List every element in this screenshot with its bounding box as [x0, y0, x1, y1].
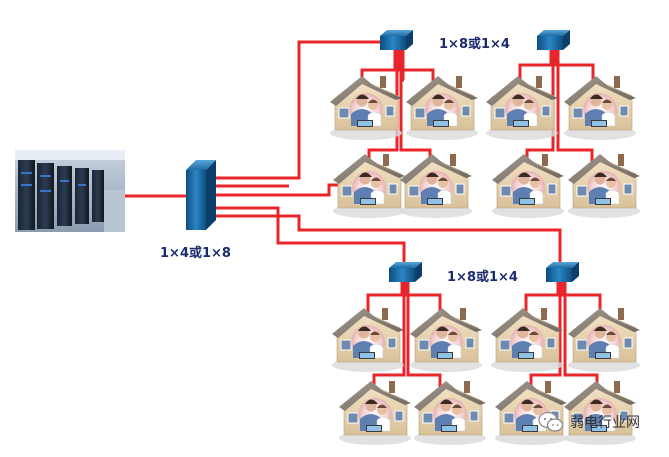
- fiber-trunk-lower-left: [214, 206, 406, 268]
- splitter-upper-right: [537, 30, 570, 50]
- house-icon: [567, 153, 641, 219]
- upper-splitter-label: 1×8或1×4: [439, 37, 510, 52]
- fiber-trunk-upper-right: [214, 183, 339, 197]
- splitter-lower-left: [389, 262, 422, 282]
- house-icon: [491, 153, 565, 219]
- house-icon: [409, 307, 483, 373]
- splitter-lower-right: [546, 262, 579, 282]
- house-icon: [332, 153, 406, 219]
- house-icon: [490, 307, 564, 373]
- lower-splitter-label: 1×8或1×4: [447, 270, 518, 285]
- house-group-upper-left: [329, 75, 479, 219]
- wechat-icon: [538, 411, 564, 432]
- house-icon: [413, 380, 487, 446]
- watermark: 弱电行业网: [538, 409, 640, 435]
- house-icon: [399, 153, 473, 219]
- house-group-upper-right: [485, 75, 641, 219]
- house-icon: [338, 380, 412, 446]
- splitter-upper-left: [380, 30, 413, 50]
- house-icon: [563, 75, 637, 141]
- house-icon: [405, 75, 479, 141]
- house-icon: [329, 75, 403, 141]
- server-room-image: [15, 150, 125, 232]
- fiber-trunk-lower-right: [214, 214, 562, 268]
- main-splitter: [186, 160, 216, 230]
- house-icon: [485, 75, 559, 141]
- house-icon: [567, 307, 641, 373]
- main-splitter-label: 1×4或1×8: [160, 246, 231, 261]
- watermark-text: 弱电行业网: [570, 415, 640, 431]
- house-icon: [331, 307, 405, 373]
